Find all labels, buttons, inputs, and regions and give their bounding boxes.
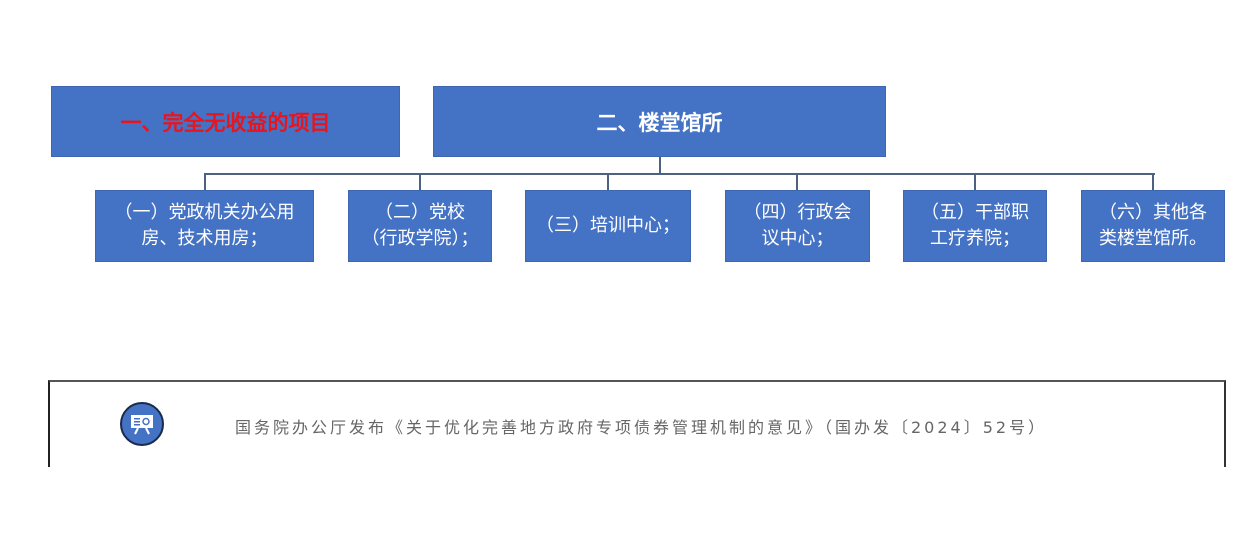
child-label: （五）干部职工疗养院； bbox=[921, 202, 1029, 249]
child-label: （三）培训中心； bbox=[536, 215, 680, 236]
source-note-box bbox=[48, 380, 1226, 467]
child-box-6: （六）其他各类楼堂馆所。 bbox=[1081, 190, 1225, 262]
child-box-4: （四）行政会议中心； bbox=[725, 190, 870, 262]
connector-drop bbox=[419, 173, 421, 190]
presentation-board-icon bbox=[120, 402, 164, 446]
connector-horizontal bbox=[204, 173, 1155, 175]
child-box-5: （五）干部职工疗养院； bbox=[903, 190, 1047, 262]
child-label: （一）党政机关办公用房、技术用房； bbox=[114, 202, 295, 249]
child-box-1: （一）党政机关办公用房、技术用房； bbox=[95, 190, 314, 262]
connector-drop bbox=[974, 173, 976, 190]
connector-drop bbox=[1152, 173, 1154, 190]
connector-drop bbox=[204, 173, 206, 190]
child-box-2: （二）党校（行政学院）； bbox=[348, 190, 492, 262]
root-box-no-revenue: 一、完全无收益的项目 bbox=[51, 86, 400, 157]
connector-drop bbox=[796, 173, 798, 190]
child-label: （四）行政会议中心； bbox=[743, 202, 852, 249]
root-box-buildings: 二、楼堂馆所 bbox=[433, 86, 886, 157]
root-box-label: 二、楼堂馆所 bbox=[596, 110, 723, 135]
child-label: （二）党校（行政学院）； bbox=[361, 202, 479, 249]
root-box-label: 一、完全无收益的项目 bbox=[120, 110, 331, 135]
source-note-text: 国务院办公厅发布《关于优化完善地方政府专项债券管理机制的意见》（国办发〔2024… bbox=[235, 418, 1048, 437]
connector-drop bbox=[607, 173, 609, 190]
child-label: （六）其他各类楼堂馆所。 bbox=[1099, 202, 1207, 249]
child-box-3: （三）培训中心； bbox=[525, 190, 691, 262]
connector-vertical-root bbox=[659, 157, 661, 174]
